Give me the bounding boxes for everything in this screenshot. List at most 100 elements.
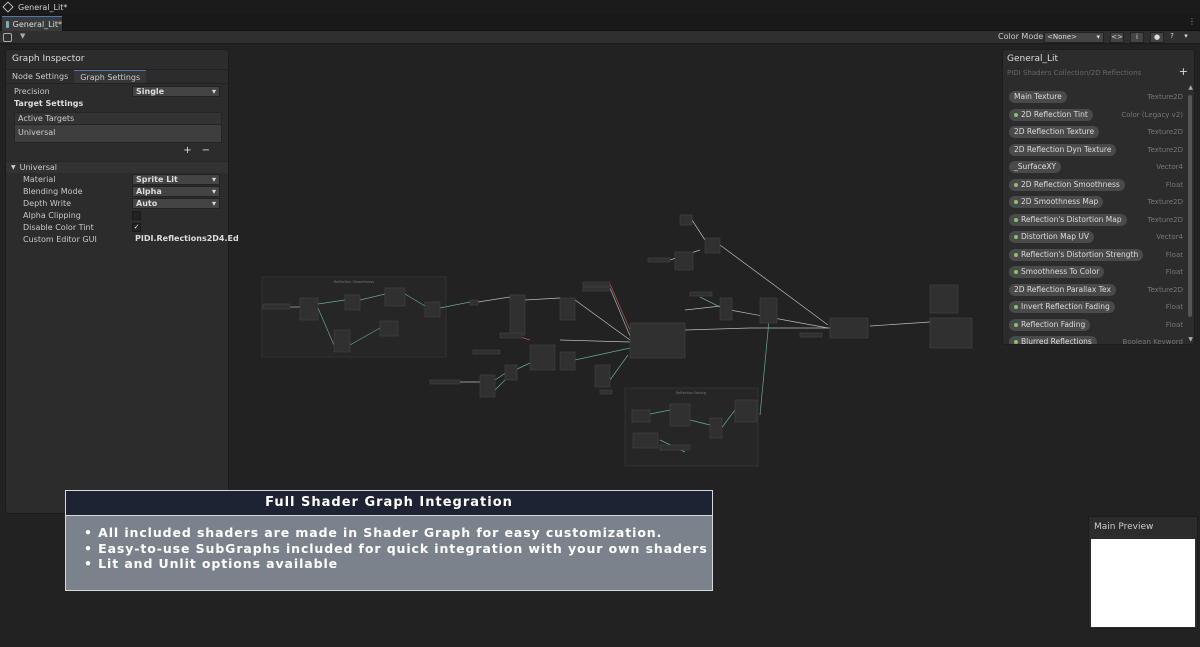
wires (290, 219, 931, 453)
property-pill[interactable]: _SurfaceXY (1009, 161, 1062, 173)
property-type: Texture2D (1147, 215, 1183, 224)
target-settings-label: Target Settings (14, 99, 84, 108)
blackboard-property[interactable]: Reflection Fading Float (1009, 317, 1185, 335)
tab-graph-settings[interactable]: Graph Settings (74, 70, 147, 83)
property-pill[interactable]: Smoothness To Color (1009, 266, 1105, 278)
property-name: Invert Reflection Fading (1021, 302, 1110, 311)
property-pill[interactable]: Reflection's Distortion Strength (1009, 248, 1144, 261)
group-title-reflection-fading: Reflection Fading (676, 391, 706, 395)
blackboard-toggle-button[interactable]: ● (1150, 32, 1164, 43)
blending-mode-label: Blending Mode (23, 187, 83, 196)
property-name: _SurfaceXY (1014, 162, 1057, 171)
material-row: Material Sprite Lit (6, 174, 228, 186)
save-dropdown-icon[interactable]: ▼ (20, 32, 26, 40)
property-type: Float (1165, 250, 1183, 259)
alpha-clipping-row: Alpha Clipping (6, 210, 228, 222)
foldout-arrow-icon[interactable]: ▼ (11, 164, 16, 171)
blending-mode-select[interactable]: Alpha (132, 186, 220, 197)
add-property-button[interactable]: + (1178, 65, 1188, 78)
inspector-tabs: Node Settings Graph Settings (6, 70, 228, 84)
blackboard-property[interactable]: 2D Reflection Tint Color (Legacy v2) (1009, 107, 1185, 125)
property-pill[interactable]: Distortion Map UV (1009, 231, 1094, 243)
info-button[interactable]: i (1130, 32, 1144, 43)
more-options-icon[interactable]: ⋮ (1188, 17, 1196, 26)
property-name: 2D Reflection Smoothness (1021, 179, 1120, 189)
universal-section-header[interactable]: ▼ Universal (6, 161, 228, 173)
scroll-down-icon[interactable]: ▼ (1188, 336, 1193, 343)
alpha-clipping-checkbox[interactable] (132, 211, 141, 220)
exposed-dot-icon (1014, 340, 1018, 344)
blackboard-property[interactable]: Distortion Map UV Vector4 (1009, 229, 1185, 247)
add-target-button[interactable]: + (183, 145, 192, 156)
disable-color-tint-checkbox[interactable]: ✓ (132, 223, 141, 232)
property-pill[interactable]: 2D Reflection Smoothness (1009, 178, 1125, 191)
blackboard-scrollbar[interactable] (1188, 95, 1192, 317)
scroll-up-icon[interactable]: ▲ (1188, 84, 1193, 91)
property-pill[interactable]: Main Texture (1009, 91, 1067, 103)
blackboard-panel: General_Lit PIDI Shaders Collection/2D R… (1002, 49, 1195, 345)
banner-bullet: • Lit and Unlit options available (84, 556, 339, 571)
material-select[interactable]: Sprite Lit (132, 174, 220, 185)
property-name: 2D Reflection Texture (1014, 127, 1095, 136)
custom-editor-gui-field[interactable]: PIDI.Reflections2D4.Ed (135, 234, 239, 243)
code-view-button[interactable]: <> (1110, 32, 1124, 43)
property-pill[interactable]: 2D Reflection Parallax Tex (1009, 283, 1116, 296)
property-pill[interactable]: 2D Reflection Texture (1009, 126, 1100, 138)
color-mode-label: Color Mode (998, 32, 1044, 41)
tab-node-settings[interactable]: Node Settings (12, 72, 69, 81)
active-target-universal[interactable]: Universal (15, 125, 221, 142)
property-pill[interactable]: Reflection's Distortion Map (1009, 213, 1127, 226)
node-graph[interactable]: Reflection Smoothness Reflection Fading (230, 190, 990, 480)
custom-editor-gui-label: Custom Editor GUI (23, 235, 97, 244)
depth-write-select[interactable]: Auto (132, 198, 220, 209)
group-title-reflection-smoothness: Reflection Smoothness (334, 280, 374, 284)
property-type: Boolean Keyword (1122, 338, 1183, 345)
property-name: 2D Reflection Dyn Texture (1014, 144, 1112, 154)
property-pill[interactable]: Blurred Reflections (1009, 336, 1097, 345)
property-type: Color (Legacy v2) (1121, 110, 1183, 119)
property-type: Vector4 (1156, 233, 1183, 241)
property-type: Float (1165, 320, 1183, 329)
precision-select[interactable]: Single (132, 86, 220, 97)
group-reflection-smoothness[interactable] (261, 276, 447, 358)
feature-banner: Full Shader Graph Integration • All incl… (65, 490, 713, 591)
property-pill[interactable]: 2D Reflection Dyn Texture (1009, 143, 1117, 156)
graph-nodes[interactable] (262, 214, 973, 451)
remove-target-button[interactable]: − (201, 145, 210, 156)
color-mode-select[interactable]: <None> (1044, 32, 1104, 43)
unity-logo-icon (2, 1, 14, 13)
blackboard-property[interactable]: _SurfaceXY Vector4 (1009, 159, 1185, 177)
property-pill[interactable]: 2D Smoothness Map (1009, 196, 1104, 208)
help-icon[interactable]: ? (1170, 32, 1174, 40)
exposed-dot-icon (1014, 270, 1018, 274)
preview-viewport[interactable] (1091, 539, 1195, 627)
blackboard-property[interactable]: Reflection's Distortion Strength Float (1009, 247, 1185, 265)
save-asset-button[interactable] (3, 33, 12, 42)
property-name: Reflection Fading (1021, 319, 1086, 329)
graph-toolbar: ▼ Color Mode <None> <> i ● ? ▾ (0, 31, 1200, 44)
blackboard-property[interactable]: Reflection's Distortion Map Texture2D (1009, 212, 1185, 230)
property-type: Vector4 (1156, 163, 1183, 171)
property-pill[interactable]: 2D Reflection Tint (1009, 108, 1093, 121)
property-name: Smoothness To Color (1021, 267, 1100, 276)
property-name: Blurred Reflections (1021, 337, 1092, 345)
property-pill[interactable]: Reflection Fading (1009, 318, 1091, 331)
toolbar-menu-icon[interactable]: ▾ (1184, 32, 1188, 40)
tab-general-lit[interactable]: General_Lit* (2, 16, 62, 31)
target-settings-row: Target Settings (6, 98, 228, 110)
blending-mode-row: Blending Mode Alpha (6, 186, 228, 198)
blackboard-property[interactable]: Blurred Reflections Boolean Keyword (1009, 334, 1185, 345)
property-pill[interactable]: Invert Reflection Fading (1009, 301, 1115, 313)
disable-color-tint-label: Disable Color Tint (23, 223, 94, 232)
property-name: Distortion Map UV (1021, 232, 1089, 241)
main-preview-panel: Main Preview (1088, 516, 1198, 629)
